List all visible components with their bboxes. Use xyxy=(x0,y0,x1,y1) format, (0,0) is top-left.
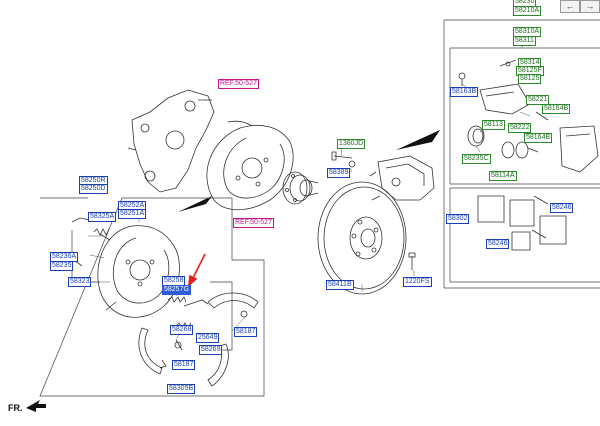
part-label-58187-a[interactable]: 58187 xyxy=(234,327,258,337)
knuckle-drawing xyxy=(127,89,215,193)
part-label-58113[interactable]: 58113 xyxy=(482,120,505,130)
front-orientation-label: FR. xyxy=(8,403,23,413)
leader-lines xyxy=(88,35,552,341)
part-label-58305B[interactable]: 58305B xyxy=(167,384,196,394)
backing-plate-lower xyxy=(97,225,180,318)
red-pointer-arrow xyxy=(187,253,206,287)
part-label-58323[interactable]: 58323 xyxy=(68,277,92,287)
part-label-58246-b[interactable]: 58246 xyxy=(486,239,510,249)
pointer-upper xyxy=(178,196,212,212)
caliper-inset-box xyxy=(443,19,600,289)
left-arrow-icon[interactable]: ← xyxy=(560,0,580,13)
reference-label-2[interactable]: REF.50-527 xyxy=(233,218,274,228)
brake-shoes xyxy=(138,292,259,387)
part-label-58210A[interactable]: 58210A xyxy=(513,6,542,16)
part-label-58268[interactable]: 58268 xyxy=(170,325,194,335)
part-label-58389[interactable]: 58389 xyxy=(327,168,351,178)
part-label-58114A[interactable]: 58114A xyxy=(489,171,517,181)
part-label-58235[interactable]: 58235 xyxy=(50,261,74,271)
reference-label-1[interactable]: REF.50-527 xyxy=(218,79,259,89)
backing-plate-upper xyxy=(206,120,294,211)
part-label-58250D[interactable]: 58250D xyxy=(79,184,108,194)
part-label-58164B-b[interactable]: 58164B xyxy=(524,133,553,143)
right-arrow-icon[interactable]: → xyxy=(580,0,600,13)
part-label-58164B-a[interactable]: 58164B xyxy=(542,104,571,114)
part-label-58222[interactable]: 58222 xyxy=(508,123,532,133)
part-label-58411B[interactable]: 58411B xyxy=(326,280,354,290)
screw-drawing xyxy=(408,252,416,270)
part-label-58235C[interactable]: 58235C xyxy=(462,154,491,164)
part-label-58125[interactable]: 58125 xyxy=(518,74,542,84)
part-label-58257G-highlighted[interactable]: 58257G xyxy=(162,285,191,295)
part-label-58325A[interactable]: 58325A xyxy=(88,212,117,222)
brake-disc-drawing xyxy=(317,181,407,295)
part-label-1360JD[interactable]: 1360JD xyxy=(337,139,366,149)
caliper-drawing xyxy=(369,155,435,201)
bolt-drawing xyxy=(331,151,356,168)
pointer-caliper xyxy=(396,130,440,150)
part-label-58302[interactable]: 58302 xyxy=(446,214,470,224)
hub-bearing-drawing xyxy=(282,171,319,205)
part-label-58163B[interactable]: 58163B xyxy=(450,87,479,97)
part-label-58311[interactable]: 58311 xyxy=(513,36,536,46)
part-label-58246-a[interactable]: 58246 xyxy=(550,203,574,213)
part-label-58187-b[interactable]: 58187 xyxy=(172,360,196,370)
part-label-58221[interactable]: 58221 xyxy=(526,95,550,105)
front-arrow-icon xyxy=(26,400,46,412)
part-label-58269[interactable]: 58269 xyxy=(199,345,223,355)
part-label-1220FS[interactable]: 1220FS xyxy=(403,277,432,287)
part-label-25649[interactable]: 25649 xyxy=(196,333,220,343)
part-label-58251A[interactable]: 58251A xyxy=(118,209,147,219)
